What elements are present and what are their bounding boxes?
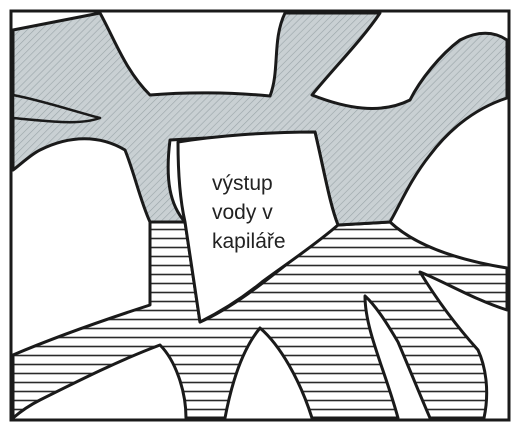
label-line-2: vody v — [212, 201, 273, 224]
label-line-1: výstup — [212, 172, 273, 195]
label-line-3: kapiláře — [212, 230, 286, 253]
